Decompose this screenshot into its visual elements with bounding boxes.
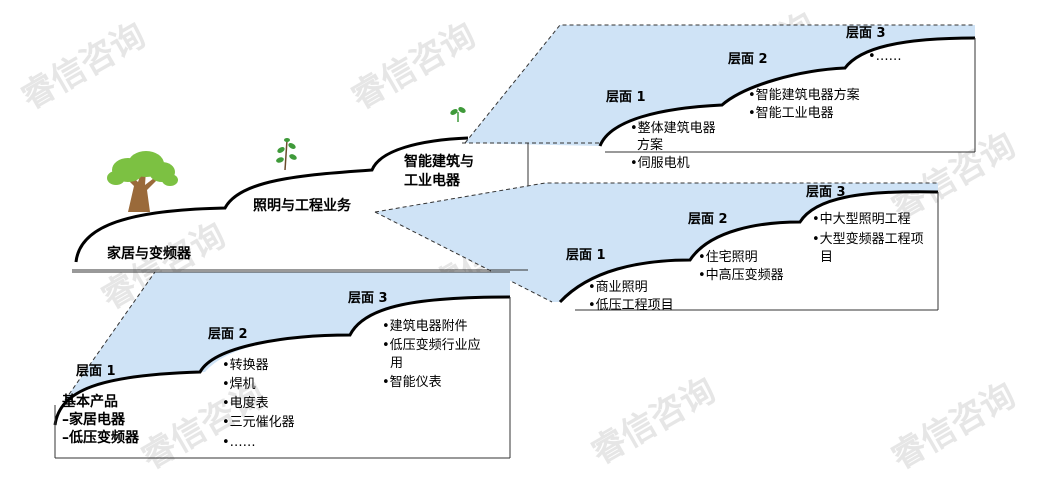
main-staircase-curve	[74, 136, 469, 263]
panel-bottom-level3-title: 层面 3	[348, 291, 388, 306]
panel-middle-level3-item: •大型变频器工程项	[812, 231, 924, 247]
panel-top-fill	[465, 25, 975, 146]
panel-middle-stair-curve	[558, 190, 939, 304]
sprout-leaf	[288, 143, 296, 149]
step-label-smart-building-line1: 智能建筑与	[403, 153, 474, 170]
panel-top-level1-item: •伺服电机	[630, 156, 690, 171]
watermark-text: 睿信咨询	[585, 370, 723, 473]
watermark-text: 睿信咨询	[15, 15, 153, 118]
watermark-text: 睿信咨询	[885, 375, 1023, 477]
panel-bottom-level3-item: •低压变频行业应	[382, 337, 481, 353]
panel-top-level1-item: •整体建筑电器	[630, 120, 716, 136]
panel-top-level1-title: 层面 1	[606, 90, 646, 105]
main-staircase: 家居与变频器 照明与工程业务 智能建筑与 工业电器	[72, 136, 528, 271]
panel-middle-dashed-bottom	[374, 211, 553, 303]
watermark-text: 睿信咨询	[345, 15, 483, 118]
sprout-leaf	[289, 154, 297, 160]
panel-bottom-level2-item: •……	[222, 435, 256, 450]
sprout-leaf	[276, 157, 284, 163]
step-label-home-appliance: 家居与变频器	[107, 245, 192, 262]
panel-bottom-level2-item: •焊机	[222, 376, 256, 392]
panel-top-level3-title: 层面 3	[846, 26, 886, 41]
panel-middle-level2-item: •中高压变频器	[698, 267, 784, 283]
panel-bottom-level3-item: 用	[390, 356, 403, 371]
panel-bottom-level2-item: •电度表	[222, 395, 269, 411]
panel-middle-level3-item: 目	[820, 250, 833, 265]
panel-middle-dashed-edge	[374, 182, 938, 213]
panel-middle-fill	[375, 183, 938, 302]
panel-top-level2-title: 层面 2	[728, 52, 768, 67]
panel-bottom-level3-item: •建筑电器附件	[382, 318, 468, 334]
sprout-icon	[276, 138, 297, 171]
panel-bottom-level2-title: 层面 2	[208, 327, 248, 342]
sprout-stem	[284, 139, 288, 171]
panel-top: 层面 1 •整体建筑电器 方案 •伺服电机 层面 2 •智能建筑电器方案 •智能…	[462, 24, 976, 190]
seedling-leaf	[458, 107, 466, 113]
step-label-smart-building-line2: 工业电器	[404, 172, 461, 189]
panel-middle-level1-title: 层面 1	[566, 248, 606, 263]
panel-top-level3-item: •……	[868, 49, 902, 64]
step-label-lighting-engineering: 照明与工程业务	[253, 197, 352, 214]
panel-bottom-level1-item: 基本产品	[62, 393, 118, 410]
panel-bottom-level1-item: –家居电器	[62, 411, 126, 428]
seedling-icon	[450, 107, 466, 122]
panel-top-level2-item: •智能建筑电器方案	[748, 87, 860, 103]
panel-top-stair-curve	[598, 36, 976, 147]
panel-middle-level1-item: •商业照明	[588, 280, 648, 295]
panel-top-level2-item: •智能工业电器	[748, 106, 834, 121]
tree-icon	[107, 151, 178, 212]
panel-middle-level2-item: •住宅照明	[698, 250, 758, 265]
sprout-leaf	[284, 138, 290, 142]
seedling-leaf	[450, 109, 458, 115]
sprout-leaf	[277, 147, 285, 153]
panel-middle-level2-title: 层面 2	[688, 212, 728, 227]
tree-foliage	[162, 174, 178, 186]
panel-bottom-level1-item: –低压变频器	[62, 429, 140, 446]
panel-bottom-level3-item: •智能仪表	[382, 375, 442, 390]
panel-top-dashed-edge	[464, 24, 975, 144]
panel-bottom-level2-item: •转换器	[222, 358, 269, 373]
panel-middle-level3-item: •中大型照明工程	[812, 212, 911, 227]
panel-middle-level3-title: 层面 3	[806, 185, 846, 200]
tree-foliage	[107, 171, 125, 185]
panel-top-level1-item: 方案	[637, 137, 663, 153]
panel-bottom-stair-curve	[53, 295, 511, 426]
panel-bottom-level2-item: •三元催化器	[222, 415, 295, 430]
panel-middle-level1-item: •低压工程项目	[588, 298, 674, 313]
panel-bottom-level1-title: 层面 1	[76, 364, 116, 379]
panel-bottom: 层面 1 基本产品 –家居电器 –低压变频器 层面 2 •转换器 •焊机 •电度…	[53, 271, 511, 459]
panel-middle: 层面 1 •商业照明 •低压工程项目 层面 2 •住宅照明 •中高压变频器 层面…	[374, 182, 939, 313]
